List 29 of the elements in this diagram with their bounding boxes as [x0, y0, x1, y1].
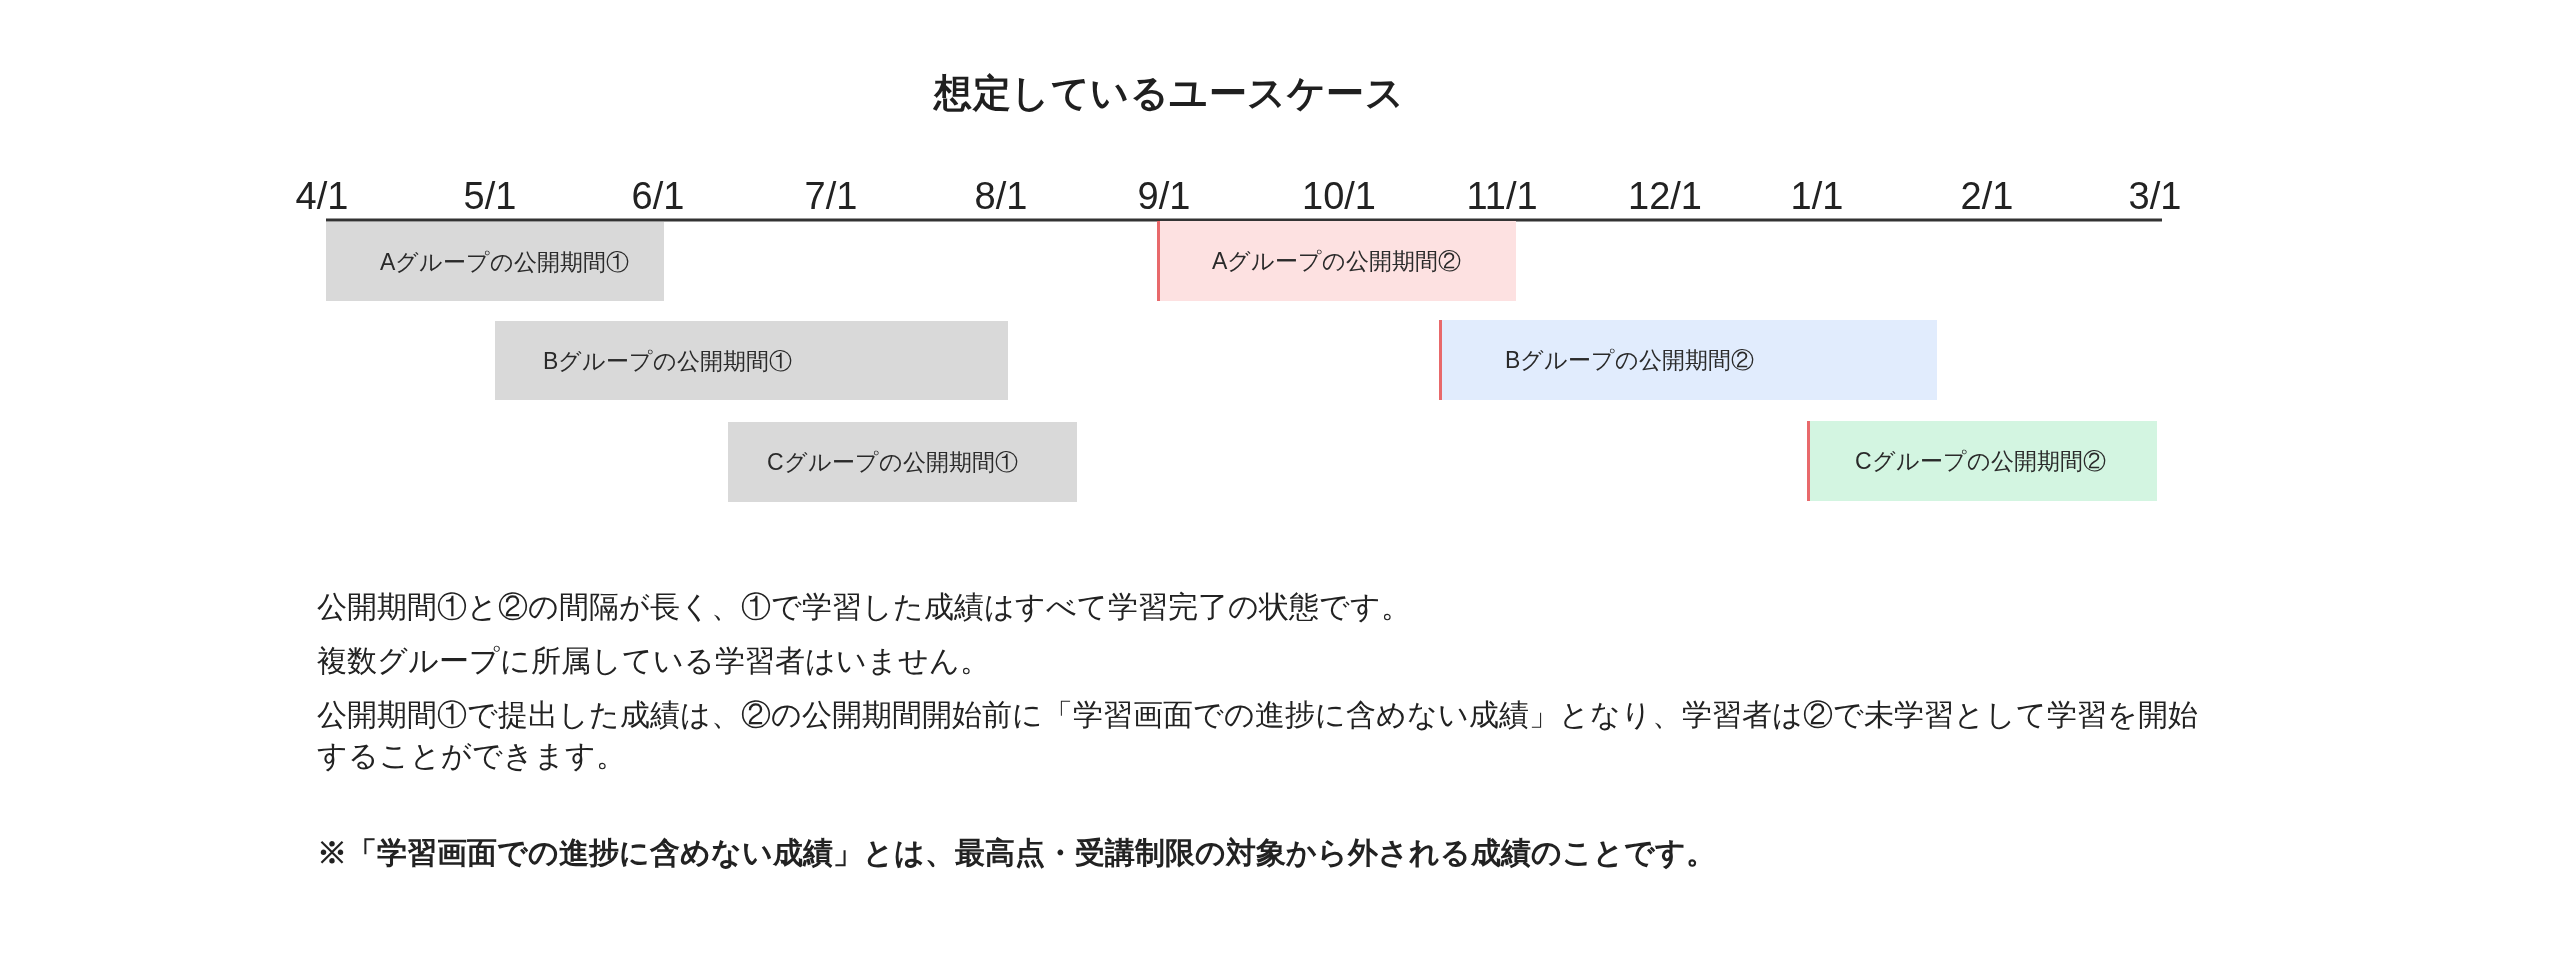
period-label: Aグループの公開期間① — [380, 247, 630, 277]
axis-date-label: 5/1 — [463, 174, 517, 218]
axis-date-label: 4/1 — [295, 174, 349, 218]
axis-date-label: 10/1 — [1302, 174, 1376, 218]
note-text: 公開期間①で提出した成績は、②の公開期間開始前に「学習画面での進捗に含めない成績」となり、学習者は②で未学習として学習を開始することができます。 — [317, 697, 2199, 774]
footnote-text: ※「学習画面での進捗に含めない成績」とは、最高点・受講制限の対象から外される成績のことです。 — [317, 835, 1717, 871]
axis-date-label: 8/1 — [974, 174, 1028, 218]
period-bar — [728, 422, 1077, 502]
axis-date-label: 3/1 — [2128, 174, 2182, 218]
axis-date-label: 9/1 — [1137, 174, 1191, 218]
period-label: Bグループの公開期間① — [543, 346, 793, 376]
note-text: 公開期間①と②の間隔が長く、①で学習した成績はすべて学習完了の状態です。 — [317, 589, 1412, 625]
axis-date-label: 7/1 — [804, 174, 858, 218]
period-bar — [326, 222, 664, 301]
period-bar — [1439, 320, 1937, 400]
period-bar — [1157, 221, 1516, 301]
period-label: Cグループの公開期間② — [1855, 447, 2106, 476]
note-text: 複数グループに所属している学習者はいません。 — [317, 643, 991, 679]
period-label: Aグループの公開期間② — [1212, 247, 1462, 276]
period-label: Cグループの公開期間① — [767, 448, 1018, 477]
axis-date-label: 1/1 — [1790, 174, 1844, 218]
period-bar — [495, 321, 1008, 400]
period-label: Bグループの公開期間② — [1505, 346, 1755, 375]
axis-date-label: 11/1 — [1466, 174, 1538, 218]
axis-date-label: 12/1 — [1628, 174, 1702, 218]
axis-date-label: 2/1 — [1960, 174, 2014, 218]
period-bar — [1807, 421, 2157, 501]
axis-date-label: 6/1 — [631, 174, 685, 218]
diagram-title: 想定しているユースケース — [934, 71, 1404, 116]
